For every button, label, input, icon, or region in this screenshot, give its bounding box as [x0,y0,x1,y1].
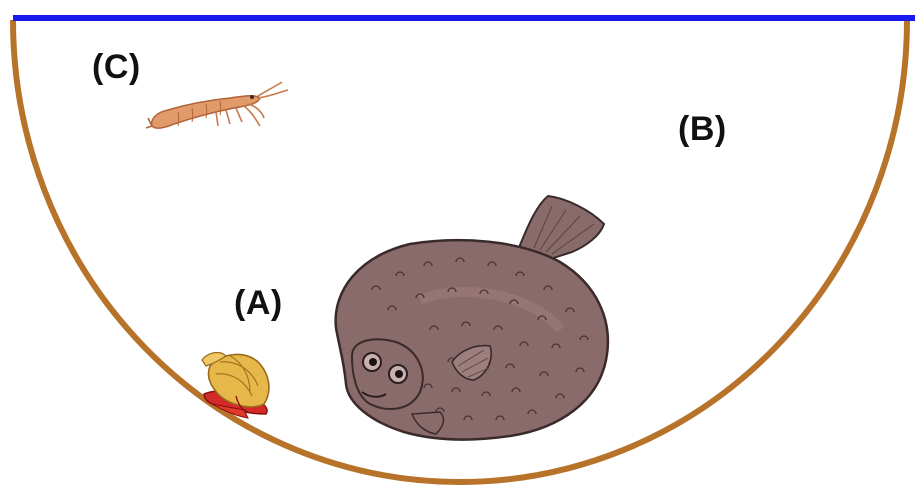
hermit-crab-icon [202,353,269,418]
label-b: (B) [678,110,727,149]
shrimp-icon [146,82,288,128]
flatfish-icon [336,196,608,439]
label-a: (A) [234,284,283,323]
label-c: (C) [92,48,141,87]
